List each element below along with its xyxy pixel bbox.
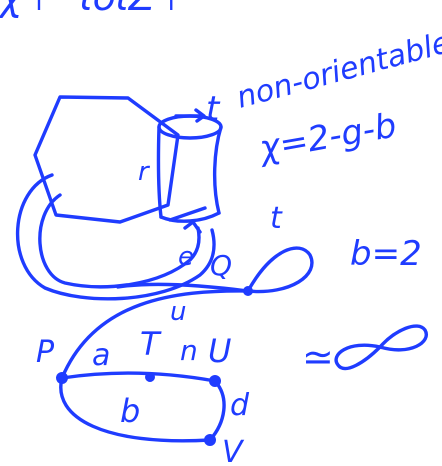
u-label: u — [170, 297, 186, 327]
twist-strand — [168, 206, 207, 222]
t-loop-label: t — [270, 201, 283, 236]
edge-a-top — [60, 371, 217, 383]
P-label: P — [36, 335, 55, 370]
hexagon-surface — [33, 95, 180, 224]
e-label: e — [178, 242, 194, 272]
Q-label: Q — [210, 249, 232, 282]
cylinder-side-left — [156, 125, 163, 219]
T-label: T — [140, 325, 162, 363]
non-orientable-text: non-orientable — [233, 25, 442, 116]
vertex-T — [145, 372, 155, 382]
figure-eight — [334, 324, 428, 371]
b-label: b — [120, 392, 140, 430]
vertex-U — [209, 375, 221, 387]
outer-band-2 — [38, 193, 201, 289]
cylinder-side-right — [212, 125, 223, 215]
euler-formula-text: χ=2-g-b — [255, 106, 400, 170]
U-label: U — [208, 332, 231, 370]
b-equals-2-text: b=2 — [350, 234, 422, 274]
curve-to-Q — [116, 282, 250, 293]
vertex-P — [56, 372, 68, 384]
edge-b-bottom — [59, 376, 212, 443]
arrow-icon — [174, 108, 206, 123]
cylinder-bottom-rim — [159, 211, 221, 223]
edge-u — [60, 289, 250, 380]
edge-d — [208, 379, 226, 442]
approx-symbol: ≃ — [302, 335, 334, 379]
V-label: V — [222, 435, 245, 466]
top-fragment-text: χ ⊢ ιοιΖ ⊢ — [0, 0, 200, 19]
vertex-V — [204, 434, 216, 446]
d-label: d — [230, 388, 250, 423]
n-label: n — [180, 334, 198, 367]
gluing-arrow — [183, 220, 202, 234]
a-label: a — [92, 338, 110, 373]
outer-band-1 — [15, 173, 216, 301]
loop-t — [246, 246, 314, 294]
t-top-label: t — [206, 89, 221, 129]
r-label: r — [138, 157, 151, 187]
